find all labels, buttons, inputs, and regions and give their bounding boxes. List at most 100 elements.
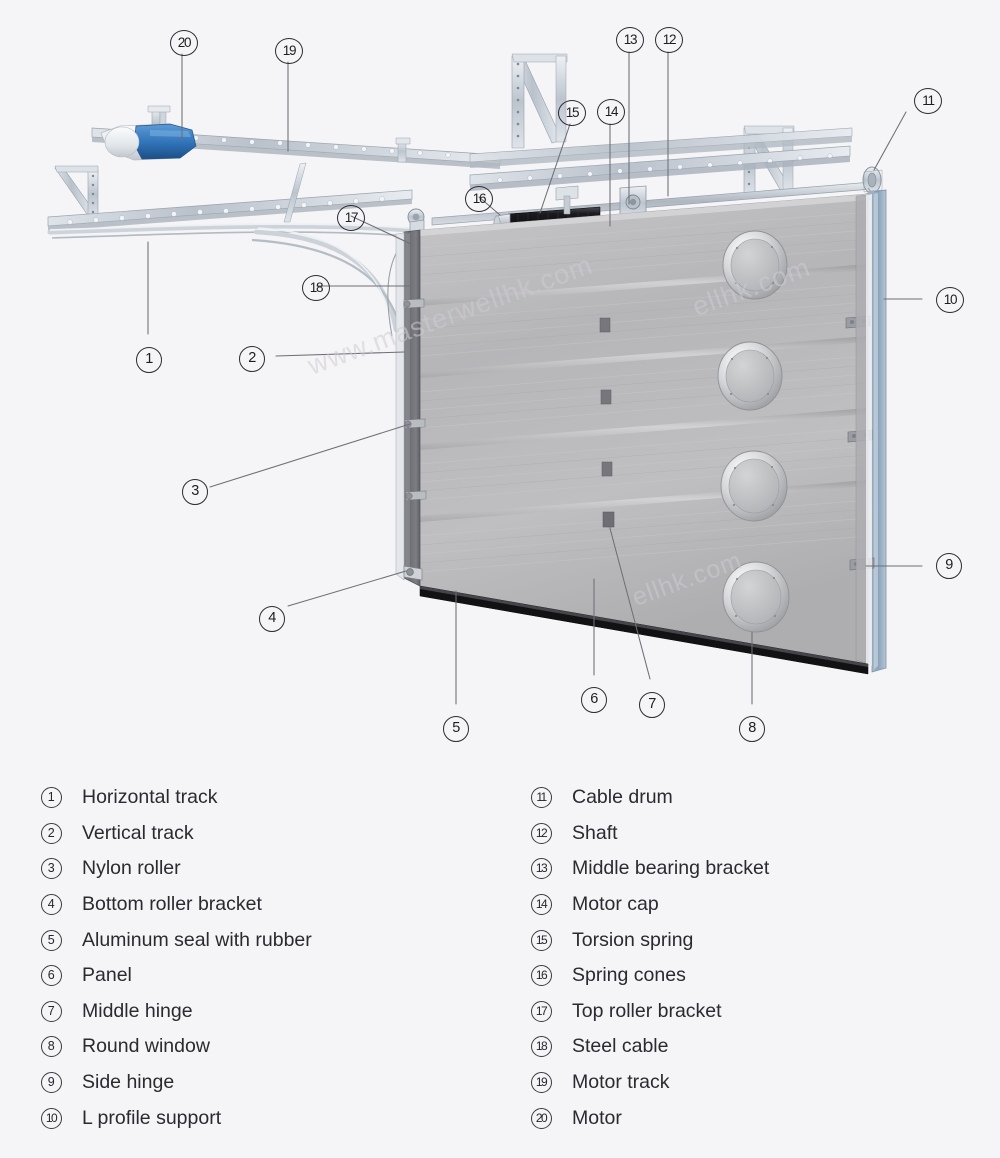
aluminum-seal-with-rubber — [419, 585, 869, 675]
legend-item-6: 6 Panel — [34, 958, 504, 994]
callout-number: 8 — [748, 720, 756, 736]
legend-item-label: Panel — [82, 964, 132, 987]
horizontal-track-left-rail — [47, 189, 413, 231]
callout-marker-3: 3 — [182, 479, 208, 505]
callout-number: 7 — [648, 696, 656, 712]
callout-number: 3 — [191, 483, 199, 499]
callout-marker-10: 10 — [936, 287, 964, 313]
callout-number: 4 — [268, 610, 276, 626]
legend-number-badge: 8 — [34, 1036, 68, 1058]
middle-hinges — [599, 317, 615, 528]
l-profile-support — [871, 189, 887, 673]
callout-marker-1: 1 — [136, 347, 162, 373]
legend-item-14: 14 Motor cap — [524, 887, 994, 923]
legend-number-badge: 11 — [524, 787, 558, 809]
motor-track-drop-bracket — [395, 137, 411, 163]
callout-number: 1 — [145, 351, 153, 367]
legend-number-badge: 10 — [34, 1107, 68, 1129]
panel-ribbing-dark — [419, 220, 869, 564]
legend-item-label: Steel cable — [572, 1035, 669, 1058]
legend-item-label: Middle hinge — [82, 999, 193, 1022]
callout-number: 19 — [282, 43, 297, 58]
legend-number-badge: 20 — [524, 1107, 558, 1129]
motor — [100, 105, 197, 161]
callout-marker-19: 19 — [275, 38, 303, 64]
nylon-roller — [404, 418, 426, 429]
nylon-roller — [403, 298, 425, 309]
callout-number: 6 — [590, 691, 598, 707]
callout-number: 12 — [662, 32, 677, 47]
legend-item-8: 8 Round window — [34, 1029, 504, 1065]
legend-number-badge: 16 — [524, 965, 558, 987]
callout-number: 10 — [943, 292, 958, 307]
round-windows — [717, 230, 790, 633]
legend-item-4: 4 Bottom roller bracket — [34, 887, 504, 923]
round-window — [717, 341, 783, 411]
callout-marker-17: 17 — [337, 205, 365, 231]
legend-number-badge: 5 — [34, 929, 68, 951]
cable-drum — [862, 166, 883, 194]
callout-number: 11 — [922, 93, 935, 108]
legend-number-badge: 15 — [524, 929, 558, 951]
legend-item-label: Round window — [82, 1035, 210, 1058]
callout-number: 2 — [248, 350, 256, 366]
ceiling-hanger-bracket-left — [54, 165, 99, 220]
legend-number-badge: 12 — [524, 822, 558, 844]
garage-door-assembly-diagram: www.masterwellhk.com ellhk.com ellhk.com… — [47, 27, 964, 742]
legend-number-badge: 14 — [524, 894, 558, 916]
callout-marker-5: 5 — [443, 716, 469, 742]
curved-track-transition — [251, 227, 404, 337]
callout-marker-8: 8 — [739, 716, 765, 742]
callout-number: 18 — [309, 280, 324, 295]
callout-marker-4: 4 — [259, 606, 285, 632]
legend-item-label: Nylon roller — [82, 857, 181, 880]
legend-item-label: Vertical track — [82, 821, 194, 844]
panel-ribbing — [419, 211, 869, 573]
nylon-roller — [405, 490, 427, 501]
legend-item-label: Bottom roller bracket — [82, 893, 262, 916]
callout-marker-18: 18 — [302, 275, 330, 301]
callout-marker-14: 14 — [597, 99, 625, 125]
legend-number-badge: 4 — [34, 894, 68, 916]
legend-item-label: Motor cap — [572, 893, 659, 916]
legend-number-badge: 7 — [34, 1000, 68, 1022]
track-diagonal-brace — [283, 162, 307, 223]
round-window — [720, 450, 788, 522]
door-panel-assembly — [419, 193, 869, 665]
legend-item-label: Shaft — [572, 821, 618, 844]
legend-item-label: Middle bearing bracket — [572, 857, 770, 880]
callout-number: 5 — [452, 720, 460, 736]
legend-item-label: Torsion spring — [572, 928, 694, 951]
legend-number-badge: 3 — [34, 858, 68, 880]
callout-marker-13: 13 — [616, 27, 644, 53]
horizontal-track-rail — [47, 223, 413, 239]
round-window — [722, 230, 788, 300]
legend-item-label: Aluminum seal with rubber — [82, 928, 312, 951]
callout-marker-6: 6 — [581, 687, 607, 713]
bottom-roller-bracket — [403, 565, 423, 581]
callout-number: 20 — [177, 35, 192, 50]
callout-leader-lines — [147, 51, 923, 705]
legend-number-badge: 6 — [34, 965, 68, 987]
legend-item-3: 3 Nylon roller — [34, 851, 504, 887]
legend-number-badge: 19 — [524, 1072, 558, 1094]
legend-item-label: Horizontal track — [82, 786, 218, 809]
callout-number: 9 — [945, 557, 953, 573]
door-right-edge-frame — [855, 194, 872, 666]
callout-marker-7: 7 — [639, 692, 665, 718]
legend-number-badge: 9 — [34, 1072, 68, 1094]
legend-number-badge: 17 — [524, 1000, 558, 1022]
legend-item-15: 15 Torsion spring — [524, 922, 994, 958]
callout-marker-2: 2 — [239, 346, 265, 372]
callout-marker-16: 16 — [465, 186, 493, 212]
